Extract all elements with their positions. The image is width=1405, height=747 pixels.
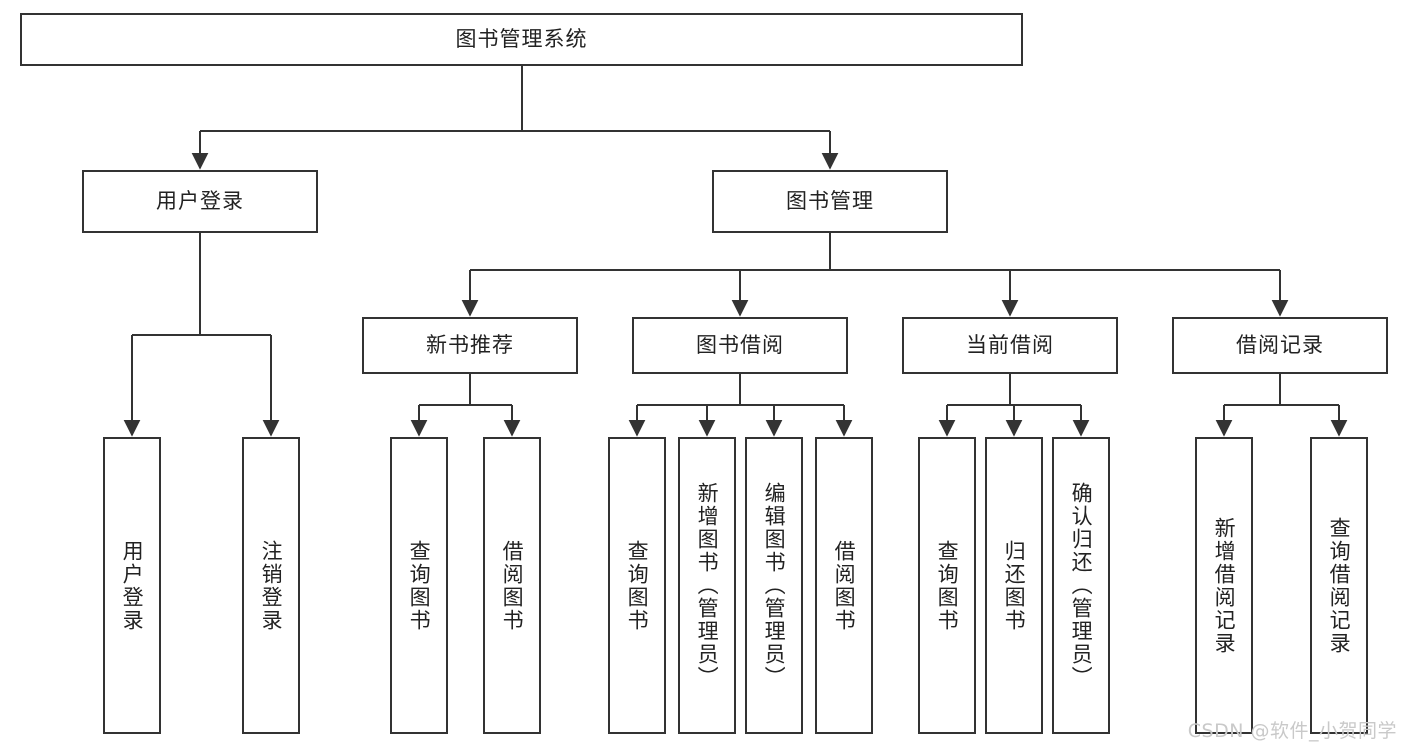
node-root-label: 图书管理系统: [455, 26, 588, 51]
node-leaf-query-book-recommend[interactable]: 查询图书: [390, 437, 448, 734]
node-new-book-recommend[interactable]: 新书推荐: [362, 317, 578, 374]
node-root-system[interactable]: 图书管理系统: [20, 13, 1023, 66]
node-current-borrow[interactable]: 当前借阅: [902, 317, 1118, 374]
node-book-borrow-label: 图书借阅: [696, 332, 784, 357]
node-leaf-edit-book-admin[interactable]: 编辑图书（管理员）: [745, 437, 803, 734]
node-leaf-label: 确认归还（管理员）: [1069, 482, 1094, 689]
node-new-book-recommend-label: 新书推荐: [426, 332, 514, 357]
node-leaf-label: 编辑图书（管理员）: [762, 482, 787, 689]
node-leaf-label: 新增图书（管理员）: [695, 482, 720, 689]
node-leaf-query-borrow-record[interactable]: 查询借阅记录: [1310, 437, 1368, 734]
node-book-management[interactable]: 图书管理: [712, 170, 948, 233]
node-borrow-record-label: 借阅记录: [1236, 332, 1324, 357]
node-book-borrow[interactable]: 图书借阅: [632, 317, 848, 374]
node-leaf-label: 用户登录: [120, 539, 145, 632]
node-leaf-label: 查询借阅记录: [1327, 516, 1352, 655]
node-leaf-borrow-book[interactable]: 借阅图书: [815, 437, 873, 734]
node-leaf-label: 借阅图书: [500, 539, 525, 632]
node-leaf-label: 归还图书: [1002, 539, 1027, 632]
node-current-borrow-label: 当前借阅: [966, 332, 1054, 357]
node-leaf-label: 查询图书: [625, 539, 650, 632]
node-leaf-label: 注销登录: [259, 539, 284, 632]
node-leaf-query-book-current[interactable]: 查询图书: [918, 437, 976, 734]
node-borrow-record[interactable]: 借阅记录: [1172, 317, 1388, 374]
node-leaf-return-book[interactable]: 归还图书: [985, 437, 1043, 734]
node-leaf-user-login[interactable]: 用户登录: [103, 437, 161, 734]
watermark-text: CSDN @软件_小贺同学: [1187, 720, 1397, 742]
node-leaf-add-book-admin[interactable]: 新增图书（管理员）: [678, 437, 736, 734]
node-leaf-label: 查询图书: [935, 539, 960, 632]
node-leaf-label: 新增借阅记录: [1212, 516, 1237, 655]
node-user-login-label: 用户登录: [156, 188, 244, 213]
node-leaf-query-book-borrow[interactable]: 查询图书: [608, 437, 666, 734]
node-leaf-confirm-return-admin[interactable]: 确认归还（管理员）: [1052, 437, 1110, 734]
node-leaf-logout[interactable]: 注销登录: [242, 437, 300, 734]
node-leaf-label: 查询图书: [407, 539, 432, 632]
node-book-management-label: 图书管理: [786, 188, 874, 213]
node-leaf-add-borrow-record[interactable]: 新增借阅记录: [1195, 437, 1253, 734]
node-leaf-borrow-book-recommend[interactable]: 借阅图书: [483, 437, 541, 734]
node-leaf-label: 借阅图书: [832, 539, 857, 632]
node-user-login[interactable]: 用户登录: [82, 170, 318, 233]
